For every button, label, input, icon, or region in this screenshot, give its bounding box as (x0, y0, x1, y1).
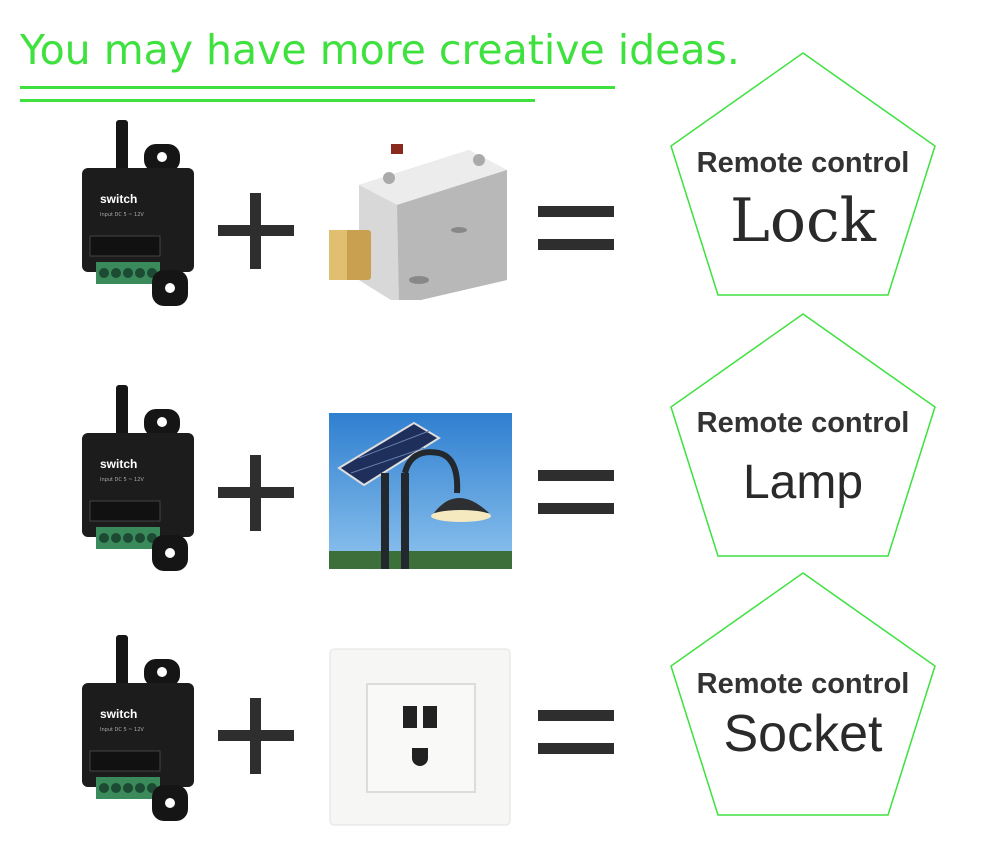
socket-image (329, 648, 511, 826)
plus-symbol (218, 698, 294, 774)
result-pentagon-lamp: Remote control Lamp (668, 311, 938, 561)
result-line2: Lock (730, 186, 876, 256)
row-lamp: switch Input DC 5 ~ 12V (0, 313, 1000, 585)
plus-symbol (218, 455, 294, 531)
row-socket: switch Input DC 5 ~ 12V Remote control S… (0, 572, 1000, 835)
module-sublabel: Input DC 5 ~ 12V (100, 212, 144, 218)
headline-underline-1 (20, 86, 615, 89)
result-line1: Remote control (696, 147, 910, 179)
result-pentagon-socket: Remote control Socket (668, 570, 938, 820)
switch-module: switch Input DC 5 ~ 12V (82, 635, 194, 835)
row-lock: switch Input DC 5 ~ 12V Remote control L… (0, 52, 1000, 320)
result-line2: Socket (723, 705, 883, 763)
switch-module: switch Input DC 5 ~ 12V (82, 120, 194, 320)
equals-symbol (538, 470, 614, 514)
headline: You may have more creative ideas. (20, 26, 740, 74)
module-label: switch (100, 707, 138, 721)
result-line1: Remote control (696, 407, 910, 439)
switch-module: switch Input DC 5 ~ 12V (82, 385, 194, 585)
result-pentagon-lock: Remote control Lock (668, 50, 938, 300)
module-sublabel: Input DC 5 ~ 12V (100, 727, 144, 733)
equals-symbol (538, 206, 614, 250)
headline-underline-2 (20, 99, 535, 102)
result-line2: Lamp (742, 456, 864, 509)
lock-image (329, 130, 512, 305)
equals-symbol (538, 710, 614, 754)
module-sublabel: Input DC 5 ~ 12V (100, 477, 144, 483)
module-label: switch (100, 192, 138, 206)
lamp-image (329, 413, 512, 569)
plus-symbol (218, 193, 294, 269)
result-line1: Remote control (696, 668, 910, 700)
module-label: switch (100, 457, 138, 471)
